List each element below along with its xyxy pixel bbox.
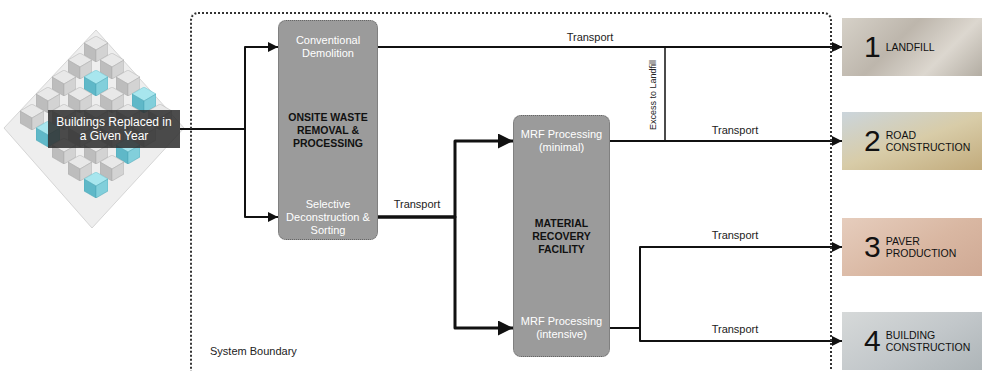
node-text: BUILDING CONSTRUCTION — [886, 329, 978, 353]
node-text: Conventional Demolition — [283, 34, 373, 60]
mrf-box: MATERIAL RECOVERY FACILITY MRF Processing… — [513, 115, 610, 357]
process-step: Selective Deconstruction & Sorting — [278, 194, 378, 240]
callout-number: 4 — [864, 325, 881, 357]
edge-label: Excess to Landfill — [648, 58, 659, 132]
edge-label: Transport — [710, 124, 761, 137]
onsite-box: ONSITE WASTE REMOVAL & PROCESSING Convent… — [278, 20, 378, 240]
node-text: Selective Deconstruction & Sorting — [283, 198, 373, 237]
flow-arrow — [610, 247, 842, 328]
city-label: Buildings Replaced in a Given Year — [48, 110, 180, 148]
node-text: MATERIAL RECOVERY FACILITY — [519, 217, 604, 256]
node-text: Buildings Replaced in a Given Year — [53, 115, 175, 143]
node-text: PAVER PRODUCTION — [886, 235, 978, 259]
callout-number: 2 — [864, 125, 881, 157]
node-text: LANDFILL — [886, 41, 935, 53]
edge-label: Transport — [710, 229, 761, 242]
destination-tile: 3PAVER PRODUCTION — [842, 218, 982, 276]
callout-number: 3 — [864, 231, 881, 263]
process-step: MRF Processing (minimal) — [513, 120, 610, 162]
node-text: System Boundary — [210, 345, 297, 358]
flow-arrow — [378, 217, 513, 328]
destination-tile: 4BUILDING CONSTRUCTION — [842, 312, 982, 370]
replaced-building — [84, 172, 108, 198]
flow-arrow — [180, 129, 278, 217]
flow-arrow — [180, 47, 278, 129]
node-text: ROAD CONSTRUCTION — [886, 129, 978, 153]
system-boundary: System Boundary ONSITE WASTE REMOVAL & PR… — [190, 12, 832, 371]
destination-tile: 2ROAD CONSTRUCTION — [842, 112, 982, 170]
flow-arrow — [610, 47, 842, 141]
edge-label: Transport — [565, 31, 616, 44]
node-text: MRF Processing (minimal) — [518, 128, 605, 154]
destination-tile: 1 LANDFILL — [842, 18, 982, 76]
flow-arrow — [378, 141, 513, 217]
callout-number: 1 — [864, 31, 881, 63]
node-text: ONSITE WASTE REMOVAL & PROCESSING — [284, 111, 372, 150]
city-ground — [4, 30, 184, 228]
edge-label: Transport — [710, 323, 761, 336]
edge-label: Transport — [392, 198, 443, 211]
node-text: MRF Processing (intensive) — [518, 315, 605, 341]
process-step: MRF Processing (intensive) — [513, 307, 610, 349]
process-step: Conventional Demolition — [278, 26, 378, 68]
